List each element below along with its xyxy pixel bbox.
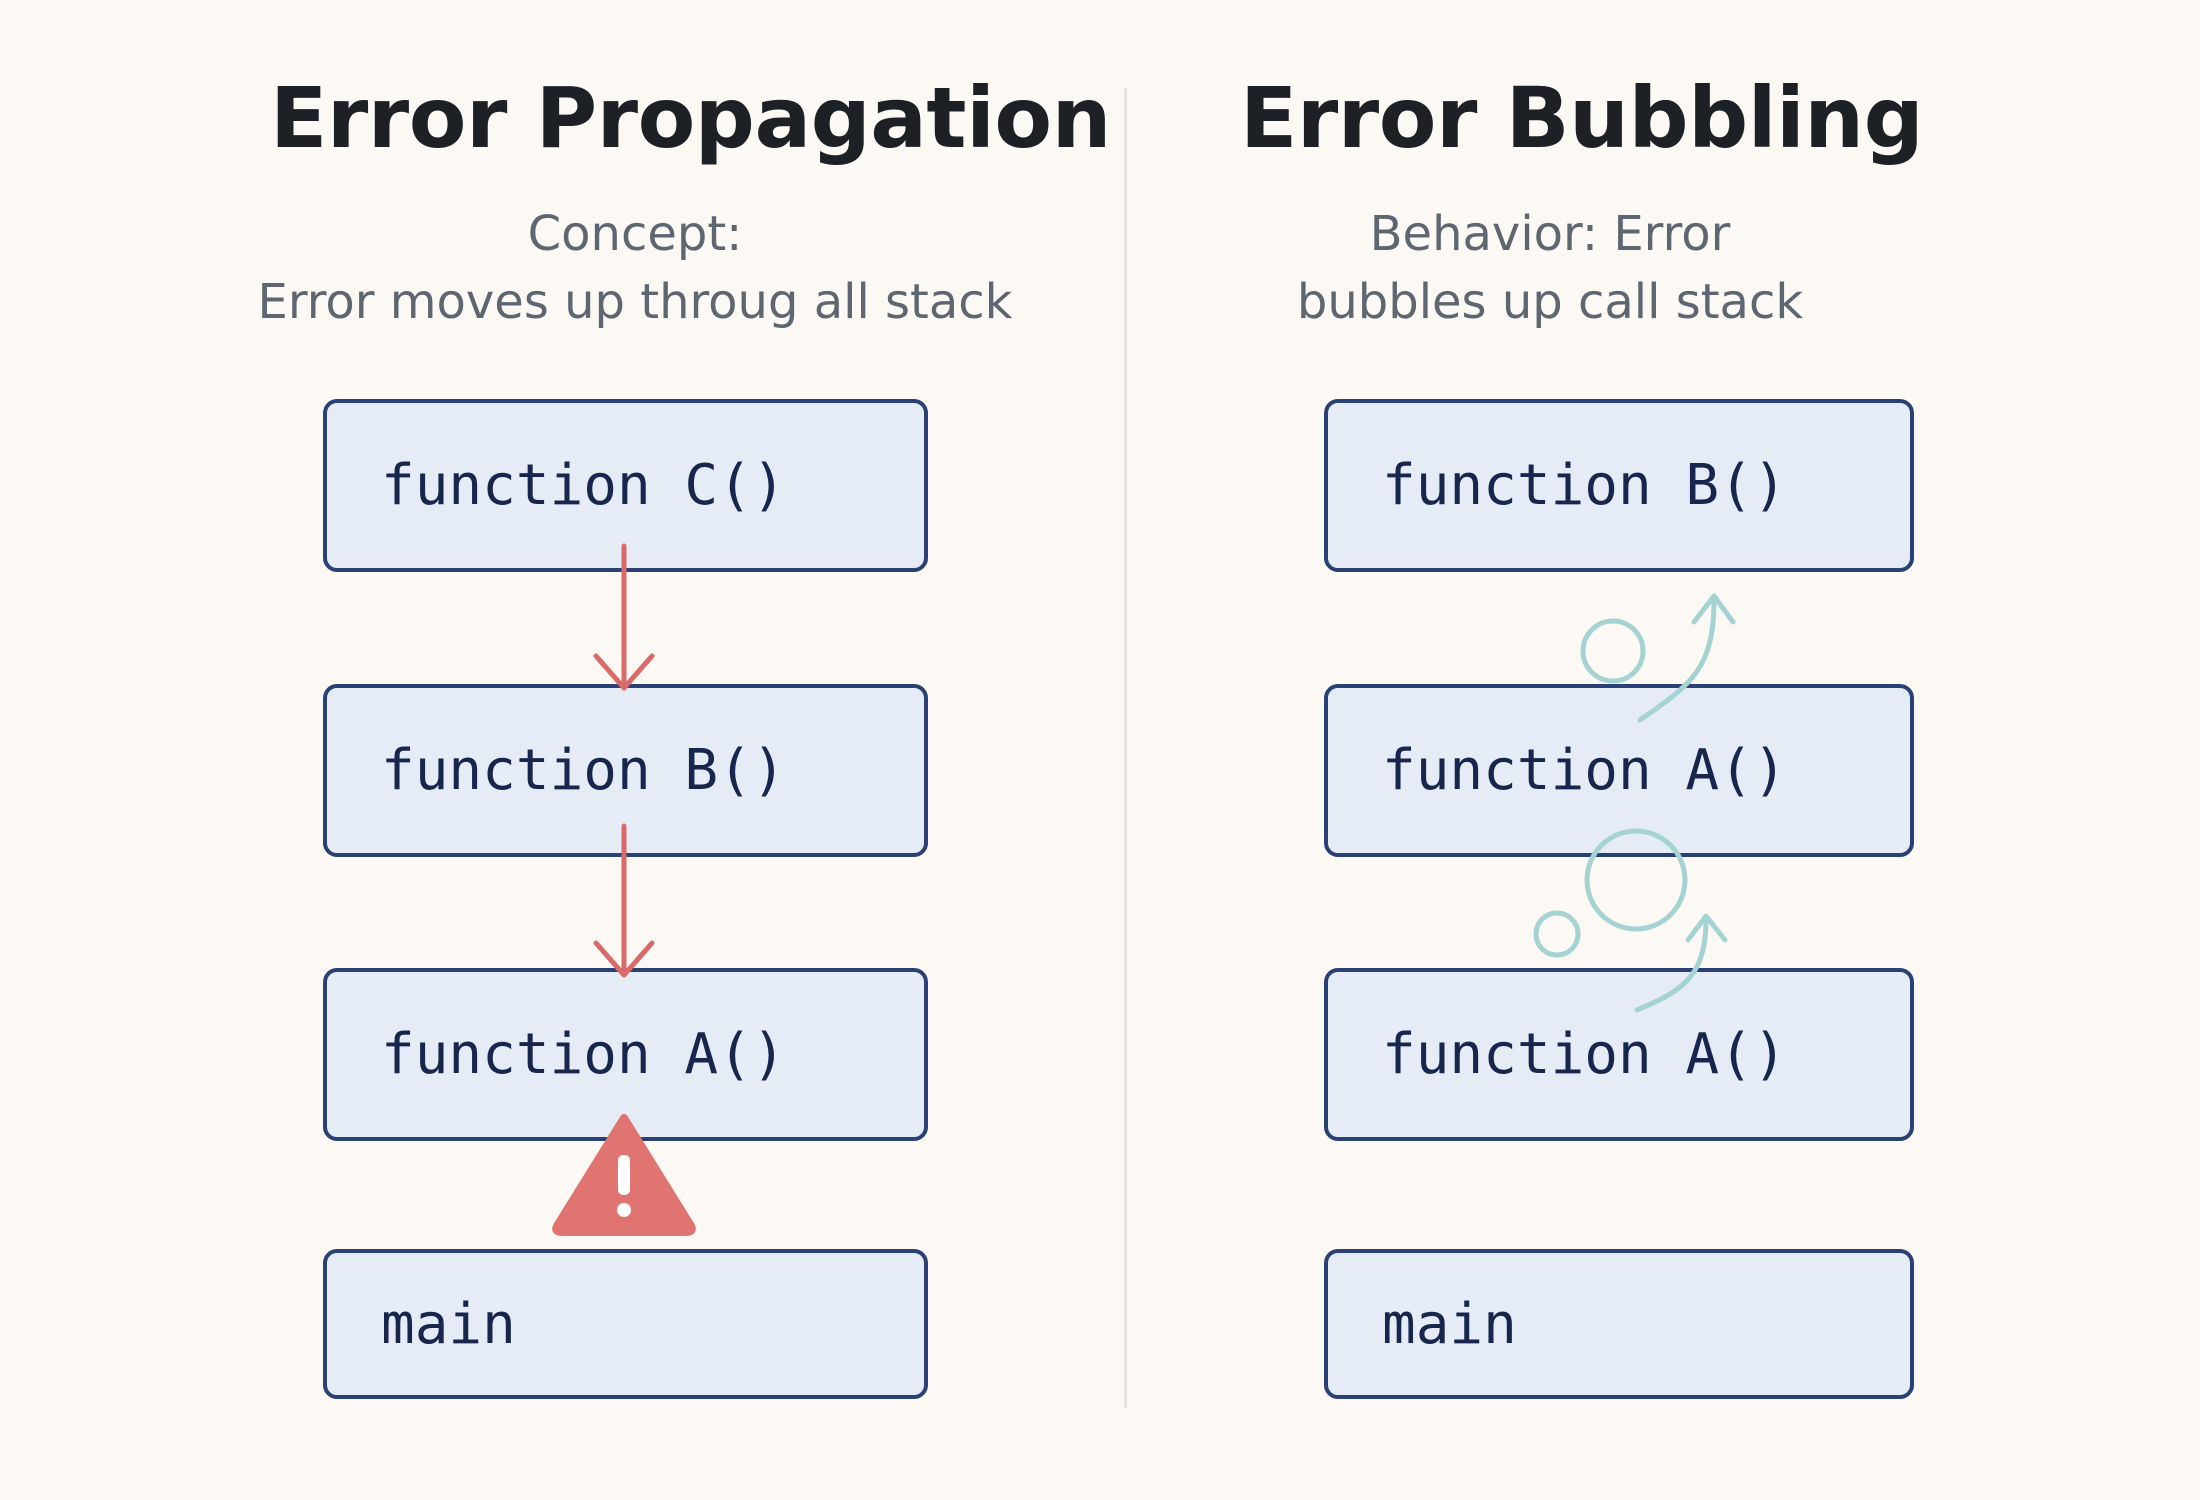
bubbling-subtitle: Behavior: Error bubbles up call stack [1240, 200, 1860, 336]
propagation-frame-main: main [323, 1249, 928, 1399]
bubble-icon [1580, 618, 1646, 684]
bubbling-frame-function-a-upper: function A() [1324, 684, 1914, 857]
propagation-subtitle-line-1: Concept: [527, 206, 743, 262]
bubbling-frame-main: main [1324, 1249, 1914, 1399]
bubble-icon [1533, 910, 1581, 958]
column-divider [1124, 88, 1127, 1408]
propagation-title: Error Propagation [270, 69, 1111, 167]
propagation-frame-function-c: function C() [323, 399, 928, 572]
propagation-subtitle: Concept: Error moves up throug all stack [230, 200, 1040, 336]
bubbling-frame-function-a-lower: function A() [1324, 968, 1914, 1141]
propagation-frame-function-a: function A() [323, 968, 928, 1141]
bubbling-frame-function-b: function B() [1324, 399, 1914, 572]
bubbling-subtitle-line-1: Behavior: Error [1369, 206, 1731, 262]
bubbling-title: Error Bubbling [1240, 69, 1924, 167]
propagation-subtitle-line-2: Error moves up throug all stack [257, 274, 1013, 330]
bubbling-subtitle-line-2: bubbles up call stack [1296, 274, 1804, 330]
propagation-frame-function-b: function B() [323, 684, 928, 857]
